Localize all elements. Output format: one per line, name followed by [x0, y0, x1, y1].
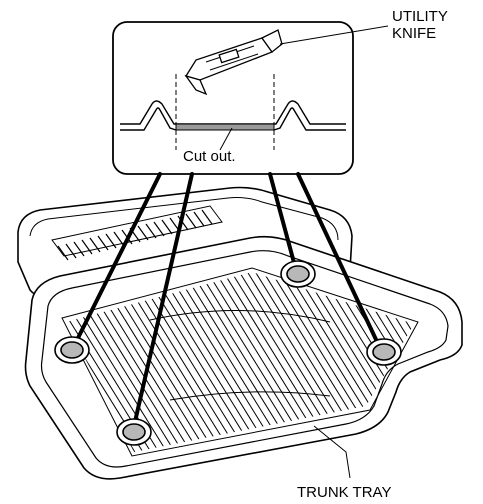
floor-rib [448, 260, 483, 470]
utility-knife-label: UTILITY KNIFE [392, 8, 448, 42]
cut-out-label: Cut out. [183, 148, 236, 165]
knife-leader [279, 25, 389, 45]
utility-knife-label-line1: UTILITY [392, 8, 448, 25]
floor-rib [0, 260, 26, 470]
trunk-tray-label: TRUNK TRAY [297, 484, 392, 501]
fastener-pad-front-left [54, 336, 90, 364]
fastener-pads [54, 260, 402, 446]
floor-rib [0, 260, 18, 470]
fastener-pad-front-right [280, 260, 316, 288]
utility-knife-icon [184, 29, 283, 96]
cut-out-strip [175, 123, 275, 131]
floor-rib [0, 260, 10, 470]
fastener-leaders [72, 172, 382, 428]
floor-rib [440, 260, 483, 470]
tray-leader [313, 425, 351, 479]
fastener-pad-rear-left [116, 418, 152, 446]
cut-detail-inset [112, 21, 389, 175]
fastener-pad-rear-right [366, 338, 402, 366]
utility-knife-label-line2: KNIFE [392, 25, 437, 42]
